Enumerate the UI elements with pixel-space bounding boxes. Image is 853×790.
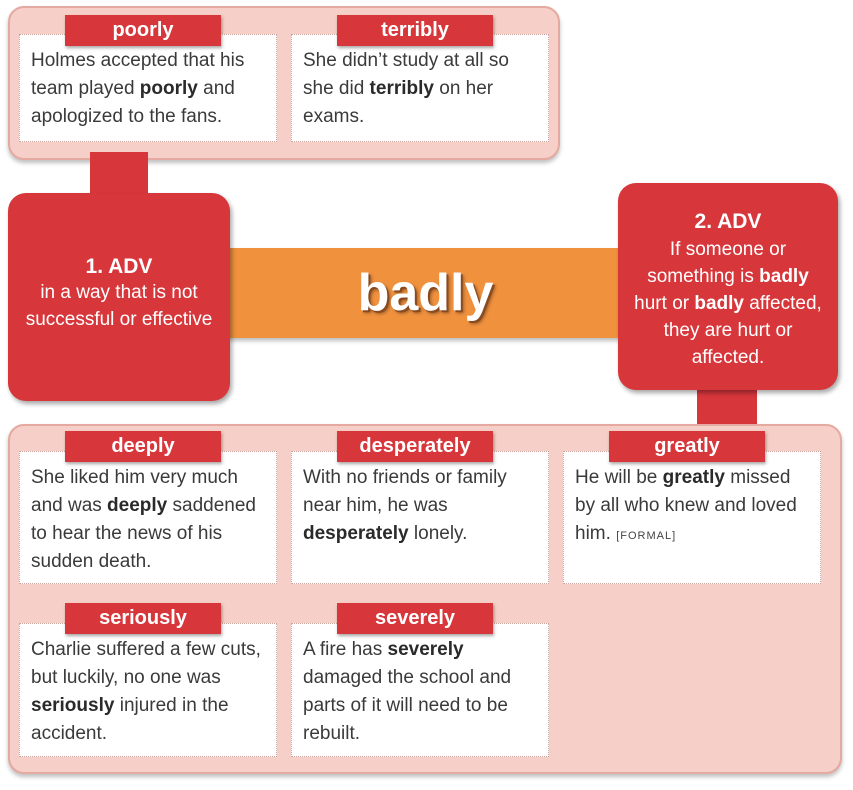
register-label: [FORMAL]: [616, 530, 677, 542]
example-text: She didn’t study at all so she did terri…: [303, 50, 509, 127]
synonym-tag-seriously: seriously: [65, 603, 221, 634]
synonym-tag-desperately: desperately: [337, 431, 493, 462]
example-text: A fire has severely damaged the school a…: [303, 639, 512, 744]
headword: badly: [357, 264, 494, 322]
example-text: With no friends or family near him, he w…: [303, 467, 507, 544]
sense1-box: 1. ADV in a way that is not successful o…: [8, 193, 230, 401]
headword-bar: [228, 248, 623, 338]
sense2-box: 2. ADV If someone or something is badly …: [618, 183, 838, 390]
synonym-card-desperately: With no friends or family near him, he w…: [291, 451, 549, 584]
synonym-tag-severely: severely: [337, 603, 493, 634]
synonym-card-seriously: Charlie suffered a few cuts, but luckily…: [19, 623, 277, 757]
synonym-tag-terribly: terribly: [337, 15, 493, 46]
sense1-connector: [90, 152, 148, 200]
example-text: Charlie suffered a few cuts, but luckily…: [31, 639, 261, 744]
sense1-label: 1. ADV: [85, 255, 153, 278]
synonym-card-poorly: Holmes accepted that his team played poo…: [19, 34, 277, 142]
sense1-definition: in a way that is not successful or effec…: [25, 282, 213, 330]
synonym-card-terribly: She didn’t study at all so she did terri…: [291, 34, 549, 142]
example-text: Holmes accepted that his team played poo…: [31, 50, 245, 127]
example-text: She liked him very much and was deeply s…: [31, 467, 256, 572]
synonym-card-severely: A fire has severely damaged the school a…: [291, 623, 549, 757]
synonym-card-deeply: She liked him very much and was deeply s…: [19, 451, 277, 584]
synonym-tag-greatly: greatly: [609, 431, 765, 462]
sense2-label: 2. ADV: [694, 210, 762, 233]
example-text: He will be greatly missed by all who kne…: [575, 467, 797, 544]
synonym-tag-deeply: deeply: [65, 431, 221, 462]
synonym-card-greatly: He will be greatly missed by all who kne…: [563, 451, 821, 584]
synonym-tag-poorly: poorly: [65, 15, 221, 46]
sense2-definition: If someone or something is badly hurt or…: [634, 239, 822, 368]
